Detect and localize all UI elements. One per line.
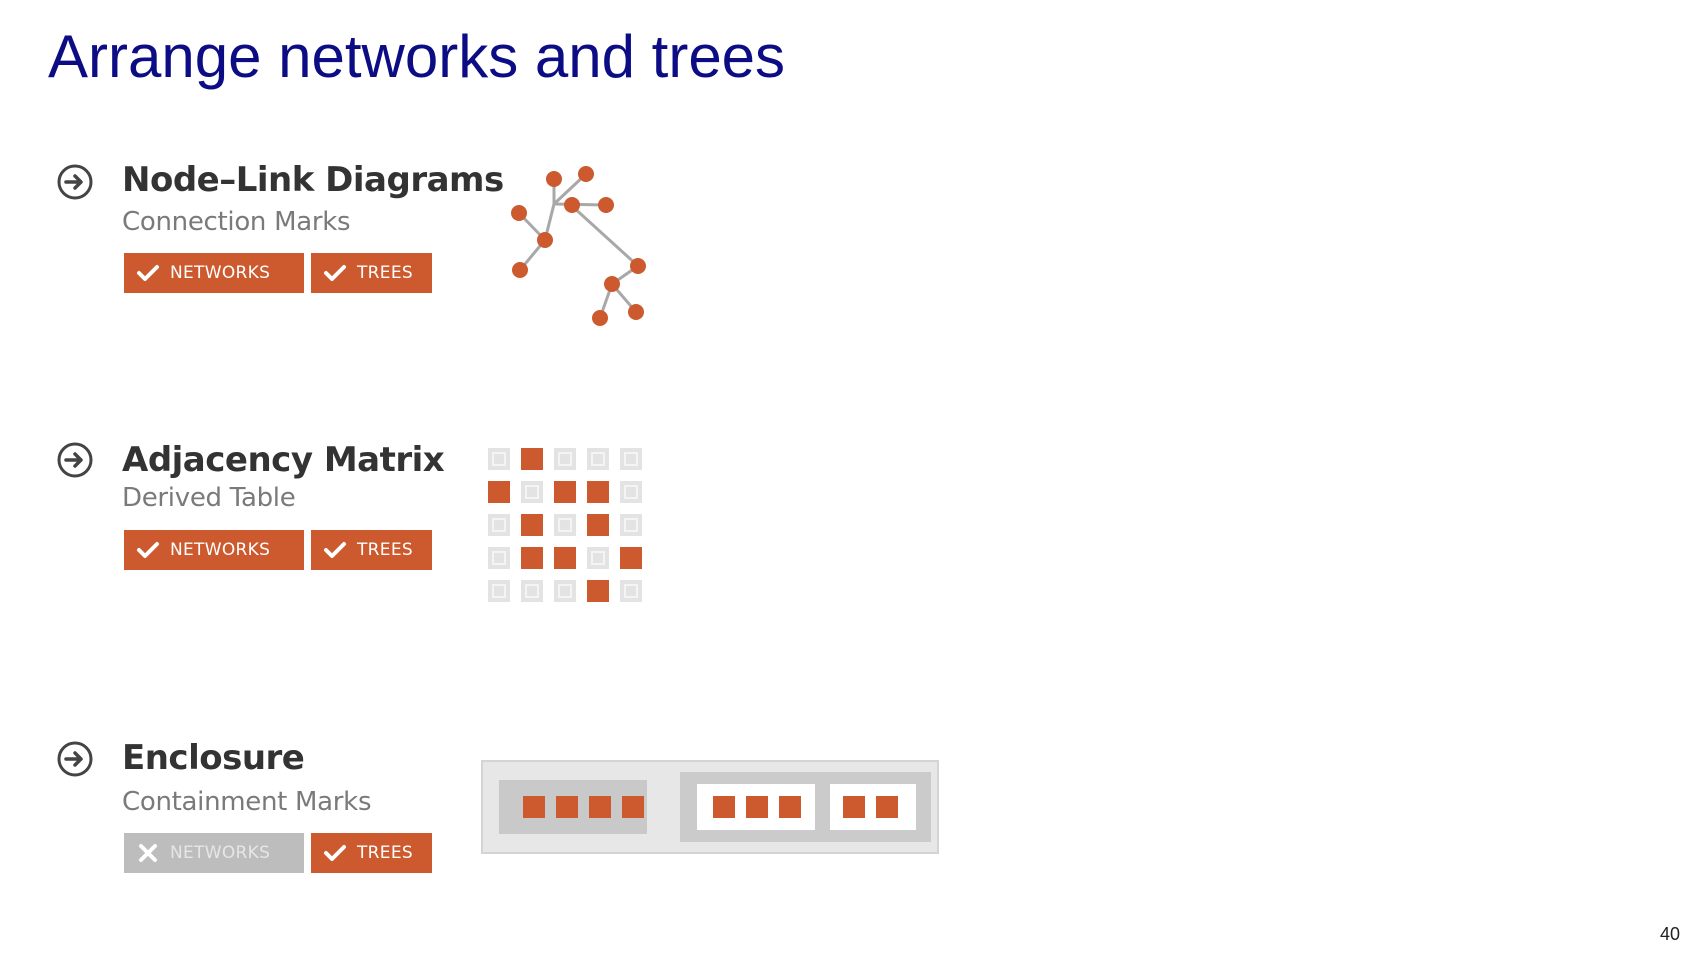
matrix-cell-filled: [587, 514, 609, 536]
tag-label: NETWORKS: [170, 843, 271, 863]
section-heading: Enclosure: [122, 738, 305, 778]
tag-trees: TREES: [311, 253, 432, 293]
page-number: 40: [1659, 924, 1680, 944]
arrow-right-circle-icon: [57, 442, 93, 478]
checkmark-icon: [137, 265, 159, 281]
matrix-cell-filled: [554, 481, 576, 503]
enclosure-leaves: [523, 796, 644, 818]
tag-trees: TREES: [311, 833, 432, 873]
checkmark-icon: [137, 542, 159, 558]
checkmark-icon: [324, 845, 346, 861]
cross-icon: [139, 844, 157, 862]
tag-label: TREES: [357, 843, 413, 863]
matrix-cell-empty: [620, 580, 642, 602]
matrix-cell-empty: [554, 580, 576, 602]
section-subheading: Connection Marks: [122, 207, 351, 237]
tag-label: NETWORKS: [170, 263, 271, 283]
section-subheading: Derived Table: [122, 483, 296, 513]
matrix-cell-filled: [521, 448, 543, 470]
matrix-cell-empty: [488, 547, 510, 569]
matrix-cell-empty: [488, 580, 510, 602]
checkmark-icon: [324, 542, 346, 558]
matrix-cell-empty: [521, 481, 543, 503]
matrix-cell-empty: [554, 514, 576, 536]
tag-networks: NETWORKS: [124, 833, 304, 873]
matrix-cell-filled: [587, 481, 609, 503]
matrix-cell-empty: [554, 448, 576, 470]
tag-label: TREES: [357, 263, 413, 283]
slide-title: Arrange networks and trees: [48, 23, 786, 90]
node-link-edges: [517, 172, 640, 319]
matrix-cell-empty: [620, 481, 642, 503]
adjacency-matrix-diagram: [488, 448, 642, 602]
node-link-diagram: [511, 166, 646, 326]
section-heading: Node–Link Diagrams: [122, 160, 504, 200]
arrow-right-circle-icon: [57, 741, 93, 777]
matrix-cell-empty: [587, 547, 609, 569]
matrix-cell-empty: [620, 514, 642, 536]
tag-networks: NETWORKS: [124, 530, 304, 570]
section-subheading: Containment Marks: [122, 787, 372, 817]
matrix-cell-empty: [587, 448, 609, 470]
matrix-cell-empty: [488, 448, 510, 470]
matrix-cell-filled: [521, 514, 543, 536]
matrix-cell-filled: [554, 547, 576, 569]
enclosure-leaves: [713, 796, 898, 818]
arrow-right-circle-icon: [57, 164, 93, 200]
matrix-cell-empty: [521, 580, 543, 602]
tag-label: NETWORKS: [170, 540, 271, 560]
node-link-nodes: [511, 166, 646, 326]
checkmark-icon: [324, 265, 346, 281]
enclosure-diagram: [481, 760, 939, 854]
matrix-cell-filled: [521, 547, 543, 569]
matrix-cell-empty: [488, 514, 510, 536]
matrix-cell-filled: [620, 547, 642, 569]
section-heading: Adjacency Matrix: [122, 440, 445, 480]
matrix-cell-empty: [620, 448, 642, 470]
tag-label: TREES: [357, 540, 413, 560]
tag-networks: NETWORKS: [124, 253, 304, 293]
tag-trees: TREES: [311, 530, 432, 570]
matrix-cell-filled: [587, 580, 609, 602]
matrix-cell-filled: [488, 481, 510, 503]
enclosure-subgroup: [830, 784, 916, 830]
